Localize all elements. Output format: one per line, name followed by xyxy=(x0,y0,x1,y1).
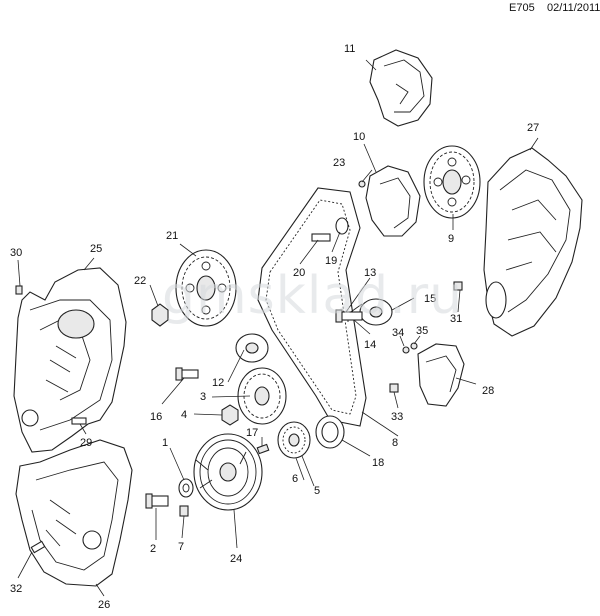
callout-12: 12 xyxy=(212,377,224,389)
callout-4: 4 xyxy=(181,409,187,421)
key-part xyxy=(256,443,270,455)
callout-2: 2 xyxy=(150,543,156,555)
callout-22: 22 xyxy=(134,275,146,287)
callout-34: 34 xyxy=(392,327,404,339)
bolt-30-part xyxy=(15,285,23,295)
callout-29: 29 xyxy=(80,437,92,449)
callout-10: 10 xyxy=(353,131,365,143)
crankshaft-pulley-part xyxy=(193,433,263,511)
bolt-31-part xyxy=(453,281,463,291)
camshaft-sprocket-part xyxy=(423,145,481,219)
callout-35: 35 xyxy=(416,325,428,337)
callout-7: 7 xyxy=(178,541,184,553)
callout-26: 26 xyxy=(98,599,110,611)
callout-1: 1 xyxy=(162,437,168,449)
callout-8: 8 xyxy=(392,437,398,449)
pump-sprocket-part xyxy=(175,249,237,327)
callout-20: 20 xyxy=(293,267,305,279)
callout-6: 6 xyxy=(292,473,298,485)
callout-27: 27 xyxy=(527,122,539,134)
callout-21: 21 xyxy=(166,230,178,242)
bolt-29-part xyxy=(71,417,87,425)
upper-front-cover-part xyxy=(483,147,583,337)
diagram-date: 02/11/2011 xyxy=(547,2,600,14)
small-bolt-part xyxy=(179,505,189,517)
seal-ring-part xyxy=(315,415,345,449)
callout-31: 31 xyxy=(450,313,462,325)
bolt-23-part xyxy=(358,180,366,188)
timing-belt-part xyxy=(257,187,367,427)
washer-part xyxy=(178,478,194,498)
bolt-20-part xyxy=(311,233,331,242)
sprocket-nut-part xyxy=(151,303,169,327)
callout-24: 24 xyxy=(230,553,242,565)
crank-sprocket-upper-part xyxy=(237,367,287,425)
callout-23: 23 xyxy=(333,157,345,169)
bolt-33-part xyxy=(389,383,399,393)
idler-bolt-part xyxy=(335,309,363,323)
nut-part xyxy=(221,404,239,426)
callout-16: 16 xyxy=(150,411,162,423)
callout-15: 15 xyxy=(424,293,436,305)
callout-19: 19 xyxy=(325,255,337,267)
tensioner-pulley-part xyxy=(235,333,269,363)
callout-33: 33 xyxy=(391,411,403,423)
callout-18: 18 xyxy=(372,457,384,469)
callout-25: 25 xyxy=(90,243,102,255)
bolt-32-part xyxy=(30,540,46,554)
lower-cover-part xyxy=(15,439,133,587)
rear-timing-cover-part xyxy=(13,267,127,453)
callout-28: 28 xyxy=(482,385,494,397)
callout-5: 5 xyxy=(314,485,320,497)
bolt-34-part xyxy=(402,346,410,354)
callout-9: 9 xyxy=(448,233,454,245)
cam-backing-plate-part xyxy=(365,165,421,237)
cam-cover-plate-part xyxy=(369,49,433,127)
callout-11: 11 xyxy=(344,43,355,55)
diagram-code: E705 xyxy=(509,2,535,14)
callout-17: 17 xyxy=(246,427,258,439)
callout-13: 13 xyxy=(364,267,376,279)
callout-14: 14 xyxy=(364,339,376,351)
callout-30: 30 xyxy=(10,247,22,259)
fasteners xyxy=(15,180,463,554)
bolt-35-part xyxy=(410,342,418,350)
callout-labels: 11 10 23 27 9 21 22 20 19 13 15 14 31 34… xyxy=(10,43,539,611)
callout-32: 32 xyxy=(10,583,22,595)
tensioner-bolt-part xyxy=(175,367,199,381)
bracket-part xyxy=(417,343,465,407)
washer-19-part xyxy=(335,217,349,235)
leader-lines xyxy=(17,59,539,597)
pulley-bolt-part xyxy=(145,493,169,509)
callout-3: 3 xyxy=(200,391,206,403)
crankshaft-gear-part xyxy=(277,421,311,459)
